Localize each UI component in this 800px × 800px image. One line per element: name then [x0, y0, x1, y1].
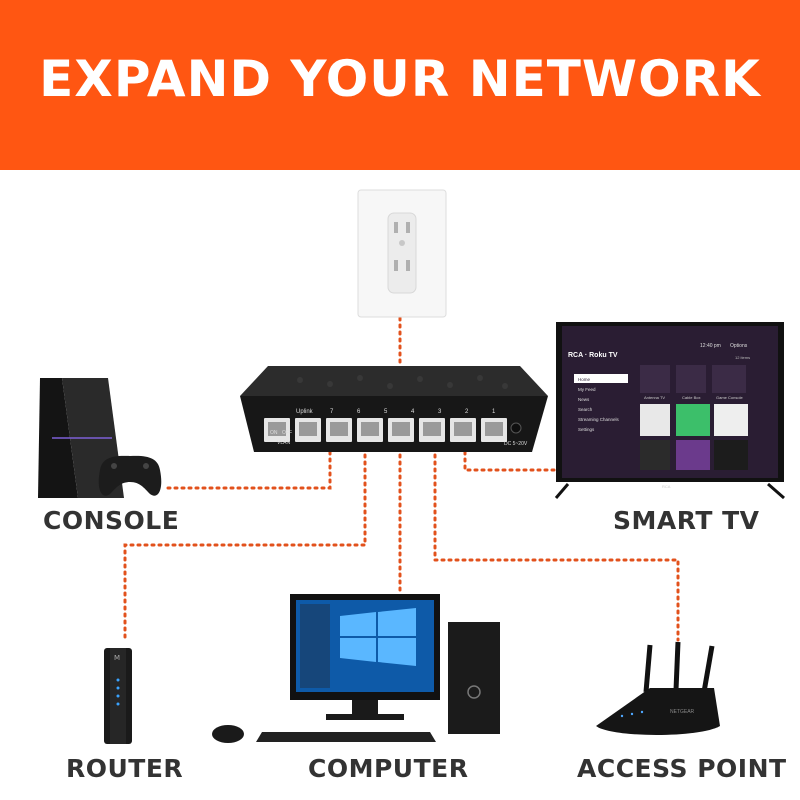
tv-tile-label: Game Console	[716, 395, 743, 400]
tv-menu-highlight	[574, 374, 628, 383]
header-banner: EXPAND YOUR NETWORK	[0, 0, 800, 170]
ethernet-port-socket	[454, 422, 472, 436]
port-number: 1	[492, 409, 496, 415]
tv-items-count: 12 items	[735, 355, 750, 360]
router-icon: M	[104, 648, 132, 744]
ethernet-port-socket	[361, 422, 379, 436]
power-label: DC 5~20V	[504, 441, 528, 447]
line-access-point	[433, 446, 680, 642]
line-tv	[463, 443, 562, 472]
tv-tile-label: Cable Box	[682, 395, 700, 400]
tv-time: 12:40 pm	[700, 343, 721, 349]
game-console-icon	[38, 378, 162, 498]
access-point-label: ACCESS POINT	[577, 754, 787, 783]
tv-logo: RCA	[662, 484, 671, 489]
tv-options: Options	[730, 343, 748, 349]
power-jack-icon	[510, 422, 522, 434]
port-number: 7	[330, 409, 334, 415]
banner-title: EXPAND YOUR NETWORK	[39, 50, 761, 108]
computer-icon	[212, 594, 500, 743]
wall-outlet-icon	[357, 189, 447, 318]
smart-tv-label: SMART TV	[613, 506, 760, 535]
port-number: 5	[384, 409, 388, 415]
switch-on-label: ON	[270, 430, 278, 436]
svg-text:M: M	[114, 654, 120, 662]
tv-tile-labels: Antenna TV Cable Box Game Console	[644, 395, 743, 400]
tv-menu-item: Home	[578, 377, 591, 382]
line-router	[123, 446, 367, 642]
port-numbers: 7 6 5 4 3 2 1	[330, 409, 496, 415]
switch-vlan-label: VLAN	[277, 440, 290, 446]
switch-off-label: OFF	[282, 430, 292, 436]
line-console	[166, 443, 332, 490]
port-number: 3	[438, 409, 442, 415]
gamepad-icon	[98, 455, 162, 496]
tv-menu-item: Streaming Channels	[578, 417, 620, 422]
ethernet-port-socket	[299, 422, 317, 436]
tv-menu-item: News	[578, 397, 590, 402]
uplink-label: Uplink	[296, 409, 314, 415]
console-label: CONSOLE	[43, 506, 180, 535]
smart-tv-icon: RCA · Roku TV 12:40 pm Options 12 items …	[554, 322, 785, 500]
ethernet-port-socket	[423, 422, 441, 436]
ethernet-port-socket	[485, 422, 503, 436]
tv-menu-item: My Feed	[578, 387, 596, 392]
ethernet-port-socket	[330, 422, 348, 436]
router-label: ROUTER	[66, 754, 184, 783]
connection-lines	[123, 316, 680, 642]
tv-brand: RCA · Roku TV	[568, 352, 618, 359]
port-number: 2	[465, 409, 469, 415]
tv-tile-console	[712, 365, 746, 393]
port-number: 4	[411, 409, 415, 415]
tv-menu-item: Settings	[578, 427, 595, 432]
ethernet-port-socket	[392, 422, 410, 436]
computer-label: COMPUTER	[308, 754, 469, 783]
access-point-brand: NETGEAR	[670, 709, 695, 715]
ethernet-port-socket	[268, 422, 286, 436]
network-switch-icon: Uplink 7 6 5 4 3 2 1 ON OFF VLAN DC 5~20V	[240, 366, 548, 452]
ethernet-ports	[264, 418, 507, 442]
tv-tile-label: Antenna TV	[644, 395, 665, 400]
tv-tile-antenna	[640, 365, 670, 393]
tv-menu-item: Search	[578, 407, 593, 412]
access-point-icon: NETGEAR	[596, 641, 720, 735]
port-number: 6	[357, 409, 361, 415]
tv-tile-cable	[676, 365, 706, 393]
